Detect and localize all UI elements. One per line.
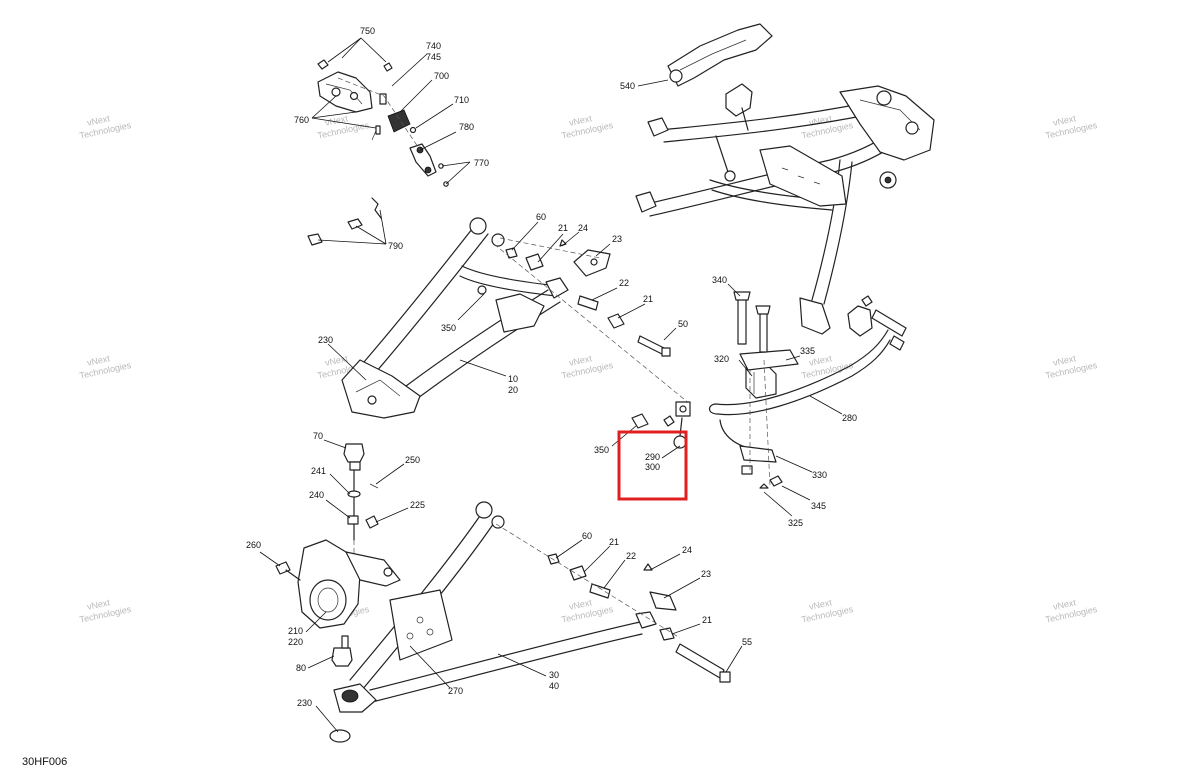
- label-225: 225: [410, 500, 425, 510]
- diagram-code: 30HF006: [22, 756, 68, 768]
- label-330: 330: [812, 470, 827, 480]
- label-20: 20: [508, 385, 518, 395]
- label-55: 55: [742, 637, 752, 647]
- label-21: 21: [558, 223, 568, 233]
- label-350: 350: [594, 445, 609, 455]
- watermark-line-1: vNext: [568, 353, 593, 368]
- upper-a-arm-assembly: [327, 217, 691, 419]
- watermark-line-1: vNext: [324, 113, 349, 128]
- sensor-bracket-assembly: [307, 37, 471, 246]
- label-700: 700: [434, 71, 449, 81]
- label-240: 240: [309, 490, 324, 500]
- label-60: 60: [536, 212, 546, 222]
- label-21: 21: [643, 294, 653, 304]
- label-260: 260: [246, 540, 261, 550]
- label-220: 220: [288, 637, 303, 647]
- label-335: 335: [800, 346, 815, 356]
- label-21: 21: [702, 615, 712, 625]
- label-290: 290: [645, 452, 660, 462]
- label-24: 24: [578, 223, 588, 233]
- watermark-line-1: vNext: [86, 113, 111, 128]
- label-280: 280: [842, 413, 857, 423]
- label-22: 22: [626, 551, 636, 561]
- watermark-line-1: vNext: [1052, 113, 1077, 128]
- callout-labels: 750 740 745 700 710 760 780 770 790 540 …: [246, 26, 857, 708]
- label-770: 770: [474, 158, 489, 168]
- sway-bar-assembly: [611, 283, 907, 517]
- watermark-line-1: vNext: [324, 353, 349, 368]
- highlight-box: [617, 430, 688, 501]
- label-325: 325: [788, 518, 803, 528]
- label-540: 540: [620, 81, 635, 91]
- label-50: 50: [678, 319, 688, 329]
- watermark-line-1: vNext: [808, 597, 833, 612]
- ball-joint-stack: [323, 439, 409, 560]
- label-320: 320: [714, 354, 729, 364]
- label-210: 210: [288, 626, 303, 636]
- watermark-line-1: vNext: [568, 597, 593, 612]
- label-340: 340: [712, 275, 727, 285]
- label-21: 21: [609, 537, 619, 547]
- label-790: 790: [388, 241, 403, 251]
- watermark-line-1: vNext: [568, 113, 593, 128]
- label-24: 24: [682, 545, 692, 555]
- label-70: 70: [313, 431, 323, 441]
- label-740: 740: [426, 41, 441, 51]
- label-241: 241: [311, 466, 326, 476]
- watermark-line-1: vNext: [1052, 353, 1077, 368]
- watermark-line-1: vNext: [808, 353, 833, 368]
- label-750: 750: [360, 26, 375, 36]
- label-30: 30: [549, 670, 559, 680]
- label-350: 350: [441, 323, 456, 333]
- watermark-line-1: vNext: [1052, 597, 1077, 612]
- rear-frame-assembly: [635, 23, 935, 335]
- label-345: 345: [811, 501, 826, 511]
- watermark-line-1: vNext: [86, 353, 111, 368]
- label-745: 745: [426, 52, 441, 62]
- label-780: 780: [459, 122, 474, 132]
- label-23: 23: [612, 234, 622, 244]
- label-10: 10: [508, 374, 518, 384]
- label-300: 300: [645, 462, 660, 472]
- lower-a-arm-assembly: [259, 501, 743, 743]
- label-80: 80: [296, 663, 306, 673]
- label-60: 60: [582, 531, 592, 541]
- label-22: 22: [619, 278, 629, 288]
- label-270: 270: [448, 686, 463, 696]
- label-710: 710: [454, 95, 469, 105]
- label-230: 230: [318, 335, 333, 345]
- label-230: 230: [297, 698, 312, 708]
- watermark-line-1: vNext: [86, 597, 111, 612]
- label-40: 40: [549, 681, 559, 691]
- label-760: 760: [294, 115, 309, 125]
- label-23: 23: [701, 569, 711, 579]
- label-250: 250: [405, 455, 420, 465]
